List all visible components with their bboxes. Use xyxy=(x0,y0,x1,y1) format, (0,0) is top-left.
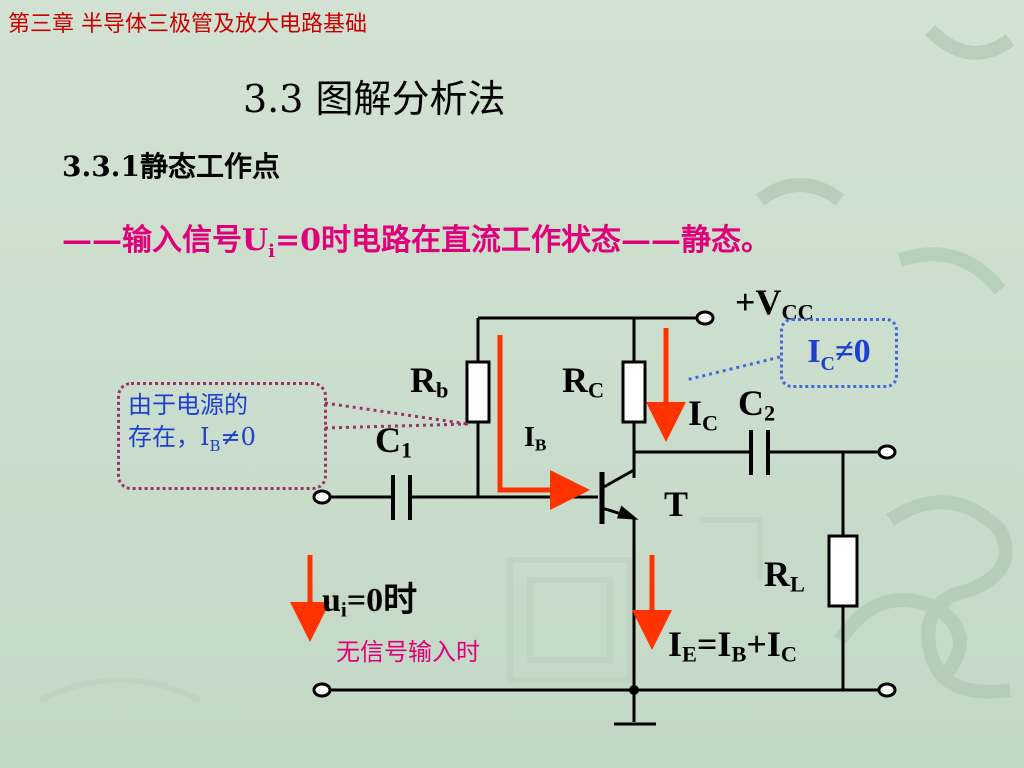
callout-source: 由于电源的 存在，IB≠0 xyxy=(117,382,327,490)
resistor-rc xyxy=(621,360,647,424)
capacitor-plates xyxy=(391,430,770,520)
callout-leader-rb xyxy=(324,401,469,430)
resistors xyxy=(465,360,859,608)
chapter-header: 第三章 半导体三极管及放大电路基础 xyxy=(8,12,367,37)
transistor-symbol xyxy=(599,468,639,524)
c1-label: C1 xyxy=(375,420,413,463)
ie-formula: IE=IB+IC xyxy=(668,624,797,667)
terminals xyxy=(312,310,897,698)
static-definition: ——输入信号Ui=0时电路在直流工作状态——静态。 xyxy=(62,223,772,262)
callout-source-line2: 存在，IB≠0 xyxy=(128,423,256,456)
resistor-rb xyxy=(465,360,491,424)
current-arrows xyxy=(290,328,686,650)
transistor-label: T xyxy=(664,484,689,524)
ic-label: IC xyxy=(688,393,719,436)
ui-label: ui=0时 xyxy=(322,582,418,622)
rc-label: RC xyxy=(562,360,605,403)
no-input-note: 无信号输入时 xyxy=(336,638,480,666)
resistor-rl xyxy=(827,534,859,608)
ib-label: IB xyxy=(524,422,547,455)
vcc-label: +VCC xyxy=(735,282,814,325)
callout-leader-ic xyxy=(685,355,781,382)
callout-ic-nonzero: IC≠0 xyxy=(780,318,898,388)
rl-label: RL xyxy=(764,554,805,597)
c2-label: C2 xyxy=(738,383,776,426)
callout-source-line1: 由于电源的 xyxy=(128,391,248,419)
section-subtitle: 3.3.1静态工作点 xyxy=(62,150,280,183)
rb-label: Rb xyxy=(410,360,449,403)
page-title: 3.3 图解分析法 xyxy=(243,77,506,121)
